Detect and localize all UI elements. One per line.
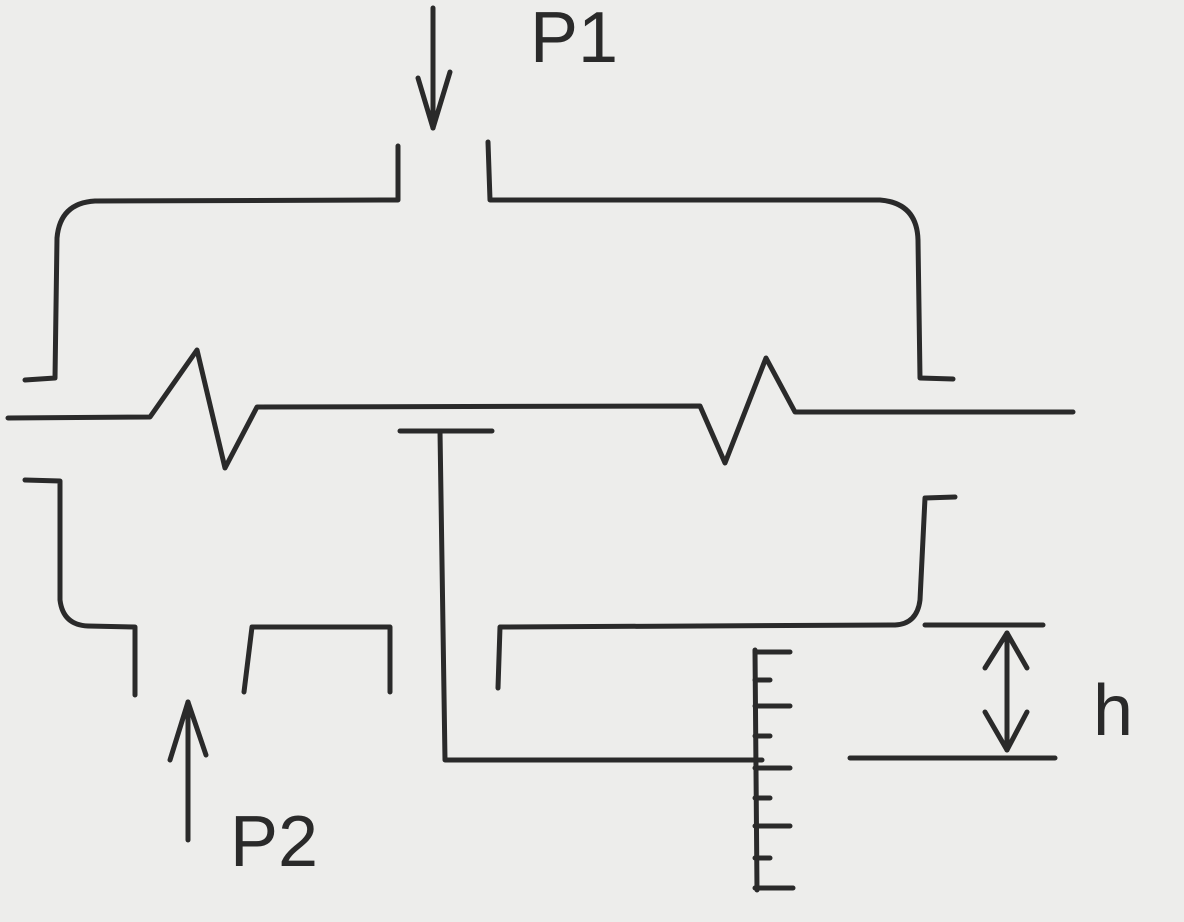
lower-housing-left [22,477,138,698]
upper-housing [22,143,401,383]
p1-arrow [415,5,453,131]
valve-stem [397,428,765,763]
p1-label: P1 [530,0,618,78]
h-label: h [1093,671,1133,751]
p2-label: P2 [230,802,318,882]
lower-housing-right [495,494,958,691]
height-dimension [847,622,1058,761]
lower-port-left [241,624,393,695]
upper-housing-right [485,139,956,382]
diaphragm [5,347,1076,471]
p2-arrow [167,699,209,843]
scale-ruler [752,647,796,893]
